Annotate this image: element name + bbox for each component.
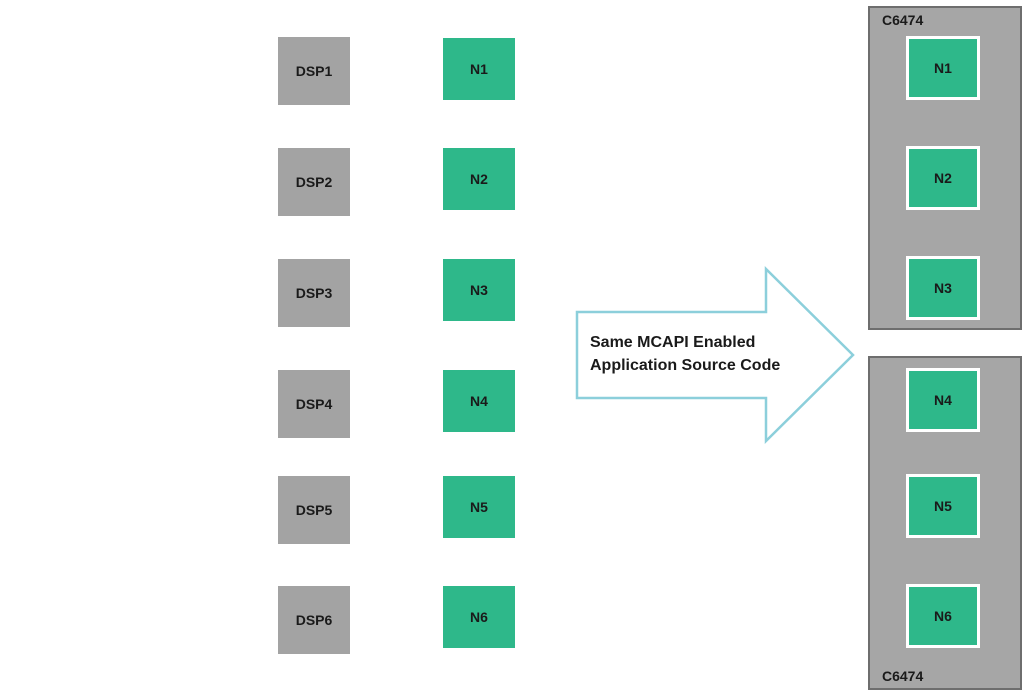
chip-node-1: N1	[906, 36, 980, 100]
chip-node-5: N5	[906, 474, 980, 538]
dsp-block-2: DSP2	[278, 148, 350, 216]
dsp-block-4: DSP4	[278, 370, 350, 438]
chip-node-4: N4	[906, 368, 980, 432]
arrow-shape	[575, 266, 855, 444]
node-left-1: N1	[443, 38, 515, 100]
chip-node-3: N3	[906, 256, 980, 320]
chip-node-2: N2	[906, 146, 980, 210]
arrow-label: Same MCAPI Enabled Application Source Co…	[590, 331, 780, 377]
arrow-label-line-1: Same MCAPI Enabled	[590, 334, 756, 351]
dsp-block-5: DSP5	[278, 476, 350, 544]
dsp-block-1: DSP1	[278, 37, 350, 105]
chip-label-bottom: C6474	[882, 668, 924, 684]
node-left-6: N6	[443, 586, 515, 648]
node-left-4: N4	[443, 370, 515, 432]
chip-node-6: N6	[906, 584, 980, 648]
dsp-block-3: DSP3	[278, 259, 350, 327]
arrow-label-line-2: Application Source Code	[590, 357, 781, 374]
node-left-5: N5	[443, 476, 515, 538]
dsp-block-6: DSP6	[278, 586, 350, 654]
node-left-3: N3	[443, 259, 515, 321]
chip-label-top: C6474	[882, 12, 924, 28]
node-left-2: N2	[443, 148, 515, 210]
right-arrow-icon	[575, 266, 855, 444]
